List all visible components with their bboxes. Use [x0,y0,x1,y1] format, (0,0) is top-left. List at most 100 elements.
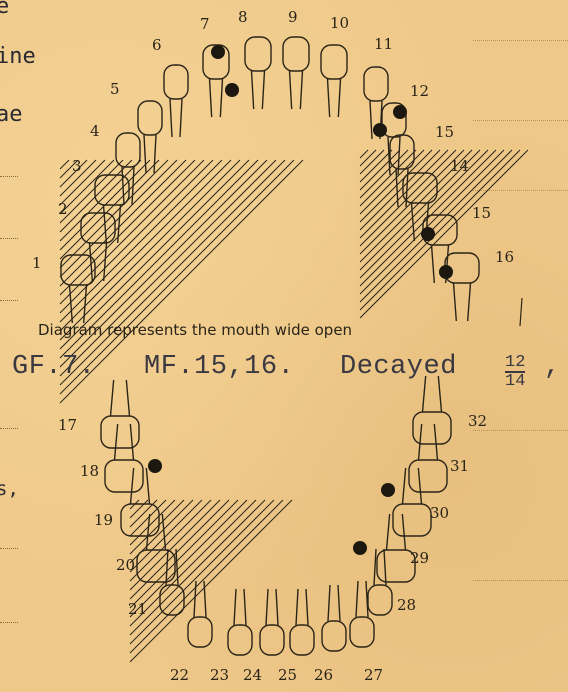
hatch-line [130,500,247,617]
tooth-number-1: 1 [32,254,42,272]
tooth-root [328,79,341,117]
tooth-root [296,589,308,625]
hatch-line [130,500,175,545]
decayed-teeth-fraction: 12 14 [505,355,525,389]
filling-mark [225,83,239,97]
gf-note: GF.7. [12,352,96,382]
hatch-line [360,150,376,166]
diagram-caption: Diagram represents the mouth wide open [38,321,352,339]
tooth-root [252,71,265,109]
hatch-line [360,150,512,302]
hatch-line [60,160,114,214]
hatch-line [360,150,424,214]
tooth-number-16: 16 [495,248,514,266]
filling-mark [373,123,387,137]
tooth-root [387,514,406,550]
upper-tooth [164,65,188,99]
tooth-number-5: 5 [110,80,120,98]
hatch-line [60,160,105,205]
tooth-root [403,468,422,504]
tooth-root [356,581,368,617]
tooth-root [419,424,438,460]
hatch-line [360,150,432,222]
tooth-number-31: 31 [450,457,469,475]
filling-mark [353,541,367,555]
tooth-number-27: 27 [364,666,383,684]
hatch-line [60,160,132,232]
tooth-root [290,71,303,109]
tooth-number-12: 12 [410,82,429,100]
hatch-line [360,150,448,238]
tooth-number-9: 9 [288,8,298,26]
upper-tooth [364,67,388,101]
tooth-number-3: 3 [72,157,82,175]
hatch-line [60,160,168,268]
filling-mark [393,105,407,119]
lower-tooth [409,460,447,492]
lower-tooth [101,416,139,448]
filling-mark [381,483,395,497]
lower-tooth [260,625,284,655]
upper-tooth [283,37,309,71]
tooth-root [234,589,246,625]
hatch-line [60,160,177,277]
tooth-number-19: 19 [94,511,113,529]
tooth-root [266,589,278,625]
pen-mark [520,298,522,326]
tooth-root [131,468,150,504]
tooth-number-11: 11 [374,35,393,53]
tooth-number-20: 20 [116,556,135,574]
tooth-number-25: 25 [278,666,297,684]
tooth-number-29: 29 [410,549,429,567]
hatch-line [130,500,211,581]
hatch-line [130,500,274,644]
tooth-number-13: 15 [435,123,454,141]
lower-tooth [105,460,143,492]
tooth-number-7: 7 [200,15,210,33]
lower-tooth [290,625,314,655]
tooth-number-18: 18 [80,462,99,480]
filling-mark [439,265,453,279]
hatch-line [360,150,528,318]
hatch-line [360,150,408,198]
tooth-number-30: 30 [430,504,449,522]
tooth-number-17: 17 [58,416,77,434]
tooth-root [328,585,340,621]
tooth-number-26: 26 [314,666,333,684]
lower-tooth [350,617,374,647]
tooth-number-10: 10 [330,14,349,32]
filling-mark [211,45,225,59]
tooth-number-8: 8 [238,8,248,26]
hatch-line [60,160,231,331]
tooth-number-4: 4 [90,122,100,140]
lower-tooth [413,412,451,444]
hatch-line [360,150,368,158]
lower-tooth [188,617,212,647]
tooth-number-21: 21 [128,600,147,618]
hatch-line [130,500,148,518]
tooth-root [170,99,182,137]
tooth-number-6: 6 [152,36,162,54]
lower-tooth [368,585,392,615]
upper-tooth [116,133,140,167]
decayed-note: Decayed [340,352,457,382]
lower-tooth [322,621,346,651]
upper-tooth [245,37,271,71]
mf-note: MF.15,16. [144,352,294,382]
upper-tooth [321,45,347,79]
hatch-line [360,150,392,182]
hatch-line [360,150,504,294]
lower-tooth [393,504,431,536]
hatch-line [360,150,400,190]
lower-tooth [228,625,252,655]
hatch-line [360,150,456,246]
hatch-line [60,160,69,169]
hatch-line [60,160,276,376]
tooth-number-14: 14 [450,157,469,175]
upper-tooth [138,101,162,135]
tooth-root [111,380,130,416]
tooth-root [115,424,134,460]
tooth-number-28: 28 [397,596,416,614]
filling-mark [148,459,162,473]
